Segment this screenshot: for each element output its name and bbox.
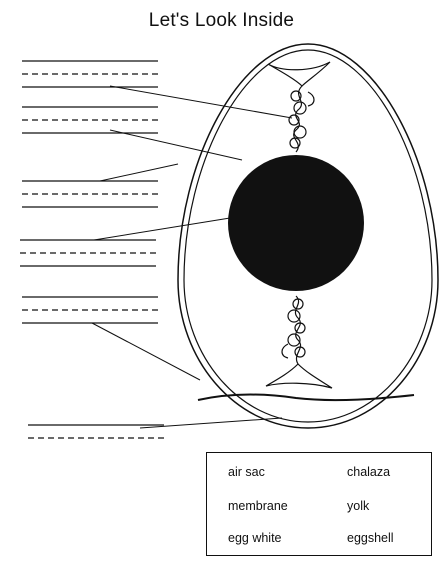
answer-blank-3[interactable] <box>22 181 158 207</box>
pointer-air-sac <box>140 418 282 428</box>
yolk <box>228 155 364 291</box>
answer-blank-4[interactable] <box>20 240 156 266</box>
pointer-yolk <box>94 218 230 240</box>
word-membrane: membrane <box>228 499 288 513</box>
egg-diagram <box>0 0 443 450</box>
pointer-egg-white <box>110 130 242 160</box>
word-chalaza: chalaza <box>347 465 390 479</box>
chalaza-bottom <box>266 296 332 388</box>
pointer-eggshell <box>100 164 178 181</box>
word-air-sac: air sac <box>228 465 265 479</box>
answer-blank-5[interactable] <box>22 297 158 323</box>
answer-blank-1[interactable] <box>22 61 158 87</box>
word-egg-white: egg white <box>228 531 282 545</box>
answer-blank-6[interactable] <box>28 425 164 450</box>
word-bank: air sac chalaza membrane yolk egg white … <box>206 452 432 556</box>
word-eggshell: eggshell <box>347 531 394 545</box>
pointer-membrane <box>92 323 200 380</box>
pointer-chalaza <box>110 86 292 118</box>
chalaza-top <box>268 62 330 152</box>
answer-blank-2[interactable] <box>22 107 158 133</box>
word-yolk: yolk <box>347 499 369 513</box>
